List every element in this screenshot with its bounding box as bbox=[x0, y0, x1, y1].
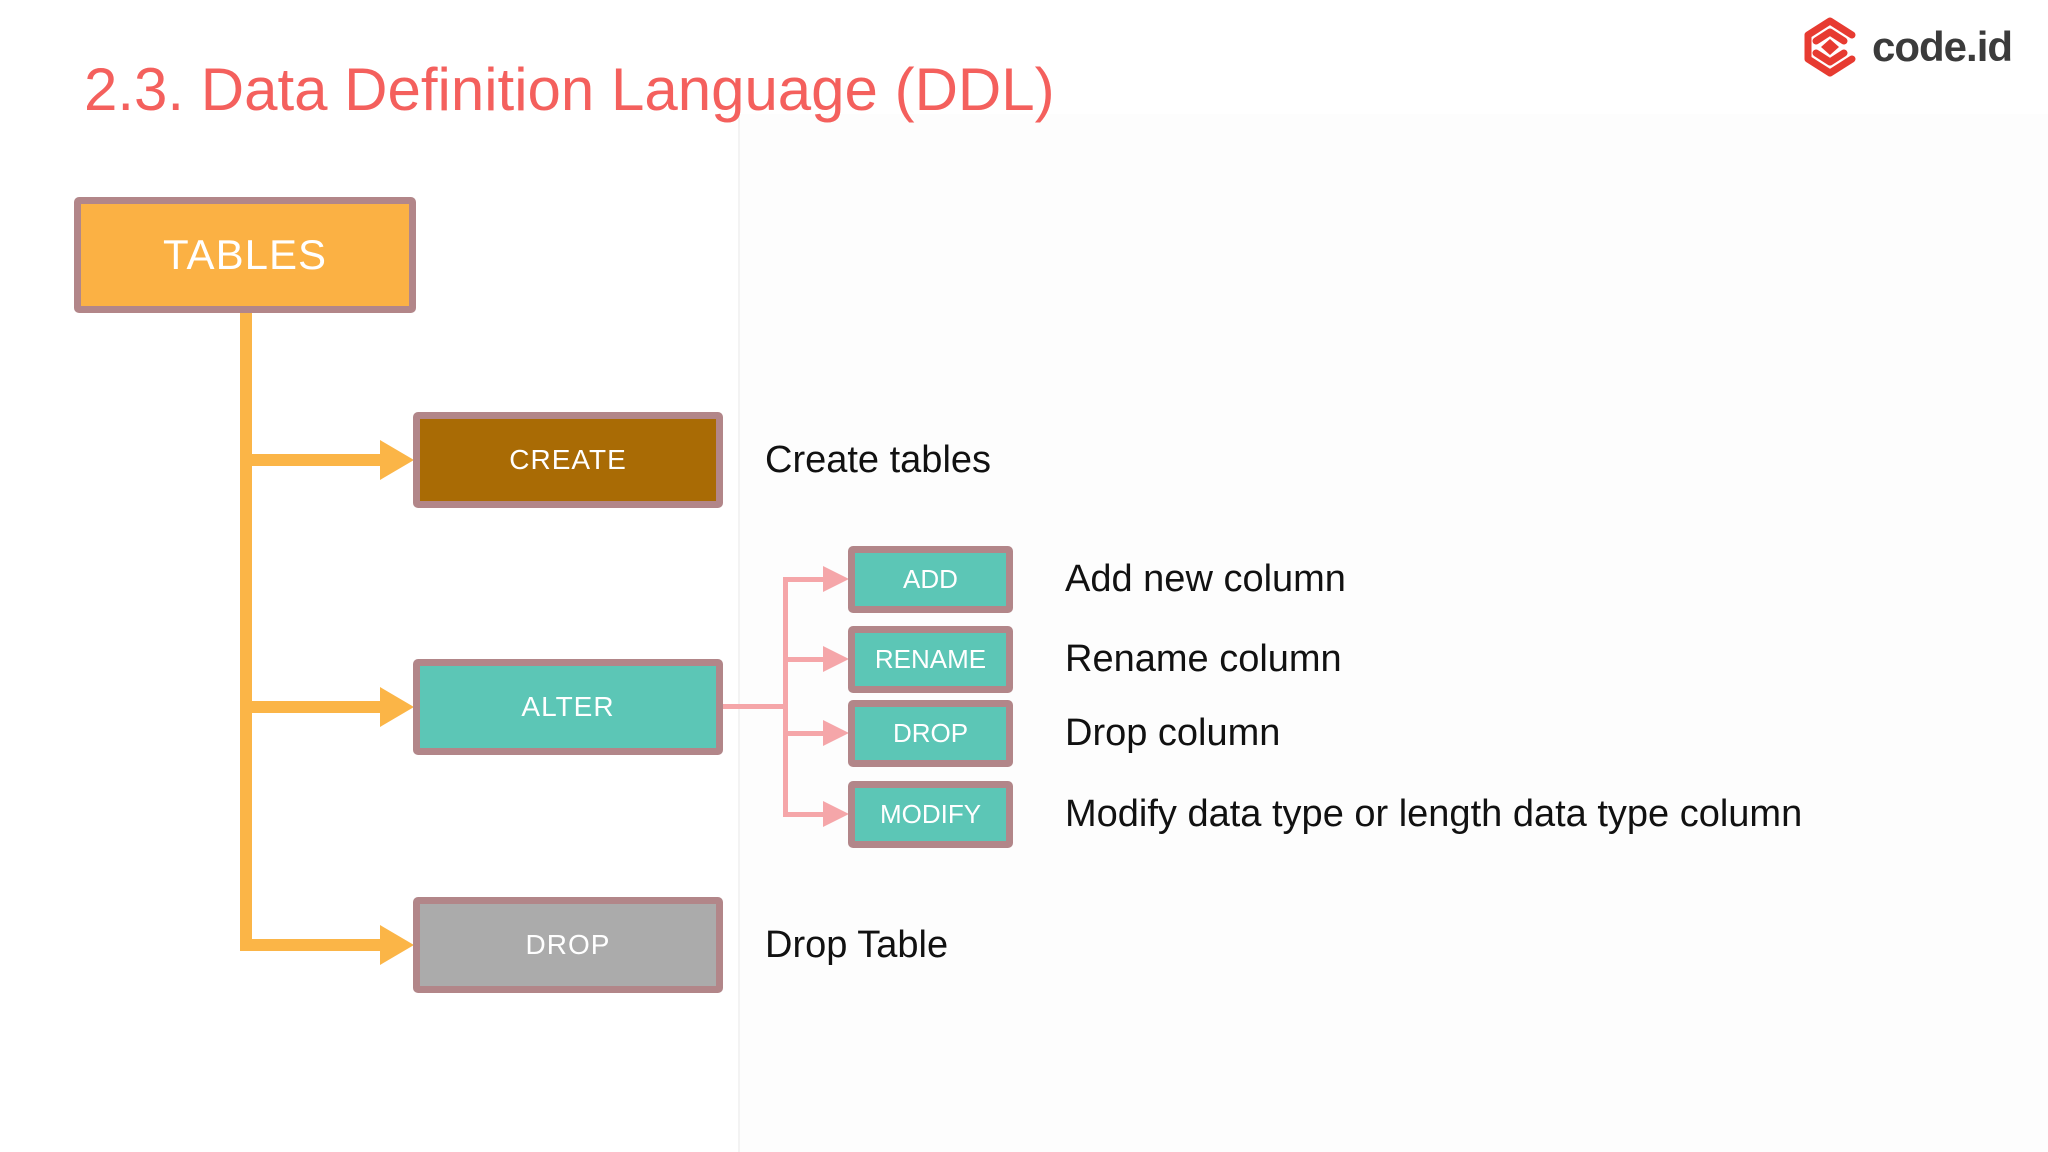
pink-arrowhead-add bbox=[823, 566, 849, 592]
drop-table-box-label: DROP bbox=[525, 929, 611, 960]
create-box-label: CREATE bbox=[509, 444, 627, 475]
logo-diamond-icon bbox=[1821, 39, 1839, 55]
alter-box-label: ALTER bbox=[521, 691, 615, 722]
pink-branch-drop-column bbox=[783, 731, 825, 736]
drop-table-description: Drop Table bbox=[765, 924, 949, 966]
alter-box: ALTER bbox=[413, 659, 723, 755]
create-description: Create tables bbox=[765, 439, 992, 481]
rename-description: Rename column bbox=[1065, 638, 1342, 680]
code-id-logo-icon bbox=[1804, 17, 1856, 77]
drop-column-box: DROP bbox=[848, 700, 1013, 767]
pink-branch-modify bbox=[783, 812, 825, 817]
modify-box-label: MODIFY bbox=[879, 799, 982, 829]
yellow-connector-spine bbox=[240, 311, 252, 951]
yellow-branch-alter bbox=[246, 701, 382, 713]
slide-title: 2.3. Data Definition Language (DDL) bbox=[84, 56, 1055, 123]
drop-column-box-label: DROP bbox=[892, 718, 969, 748]
tables-root-box: TABLES bbox=[74, 197, 416, 313]
drop-table-box: DROP bbox=[413, 897, 723, 993]
add-box: ADD bbox=[848, 546, 1013, 613]
modify-box: MODIFY bbox=[848, 781, 1013, 848]
create-box: CREATE bbox=[413, 412, 723, 508]
add-box-label: ADD bbox=[903, 564, 958, 594]
yellow-branch-drop bbox=[246, 939, 382, 951]
rename-box-label: RENAME bbox=[874, 644, 987, 674]
logo-text: code.id bbox=[1872, 23, 2013, 70]
yellow-arrowhead-create bbox=[380, 440, 414, 480]
code-id-logo: code.id bbox=[1800, 14, 2013, 80]
pink-connector-from-alter bbox=[723, 704, 786, 709]
yellow-branch-create bbox=[246, 454, 382, 466]
rename-box: RENAME bbox=[848, 626, 1013, 693]
tables-root-label: TABLES bbox=[163, 231, 327, 278]
pink-branch-add bbox=[783, 577, 825, 582]
pink-arrowhead-rename bbox=[823, 646, 849, 672]
drop-column-description: Drop column bbox=[1065, 712, 1281, 754]
add-description: Add new column bbox=[1065, 558, 1346, 600]
modify-description: Modify data type or length data type col… bbox=[1065, 793, 1803, 835]
yellow-arrowhead-drop bbox=[380, 925, 414, 965]
pink-branch-rename bbox=[783, 657, 825, 662]
pink-arrowhead-drop-column bbox=[823, 720, 849, 746]
yellow-arrowhead-alter bbox=[380, 687, 414, 727]
pink-connector-spine bbox=[783, 577, 788, 817]
pink-arrowhead-modify bbox=[823, 801, 849, 827]
